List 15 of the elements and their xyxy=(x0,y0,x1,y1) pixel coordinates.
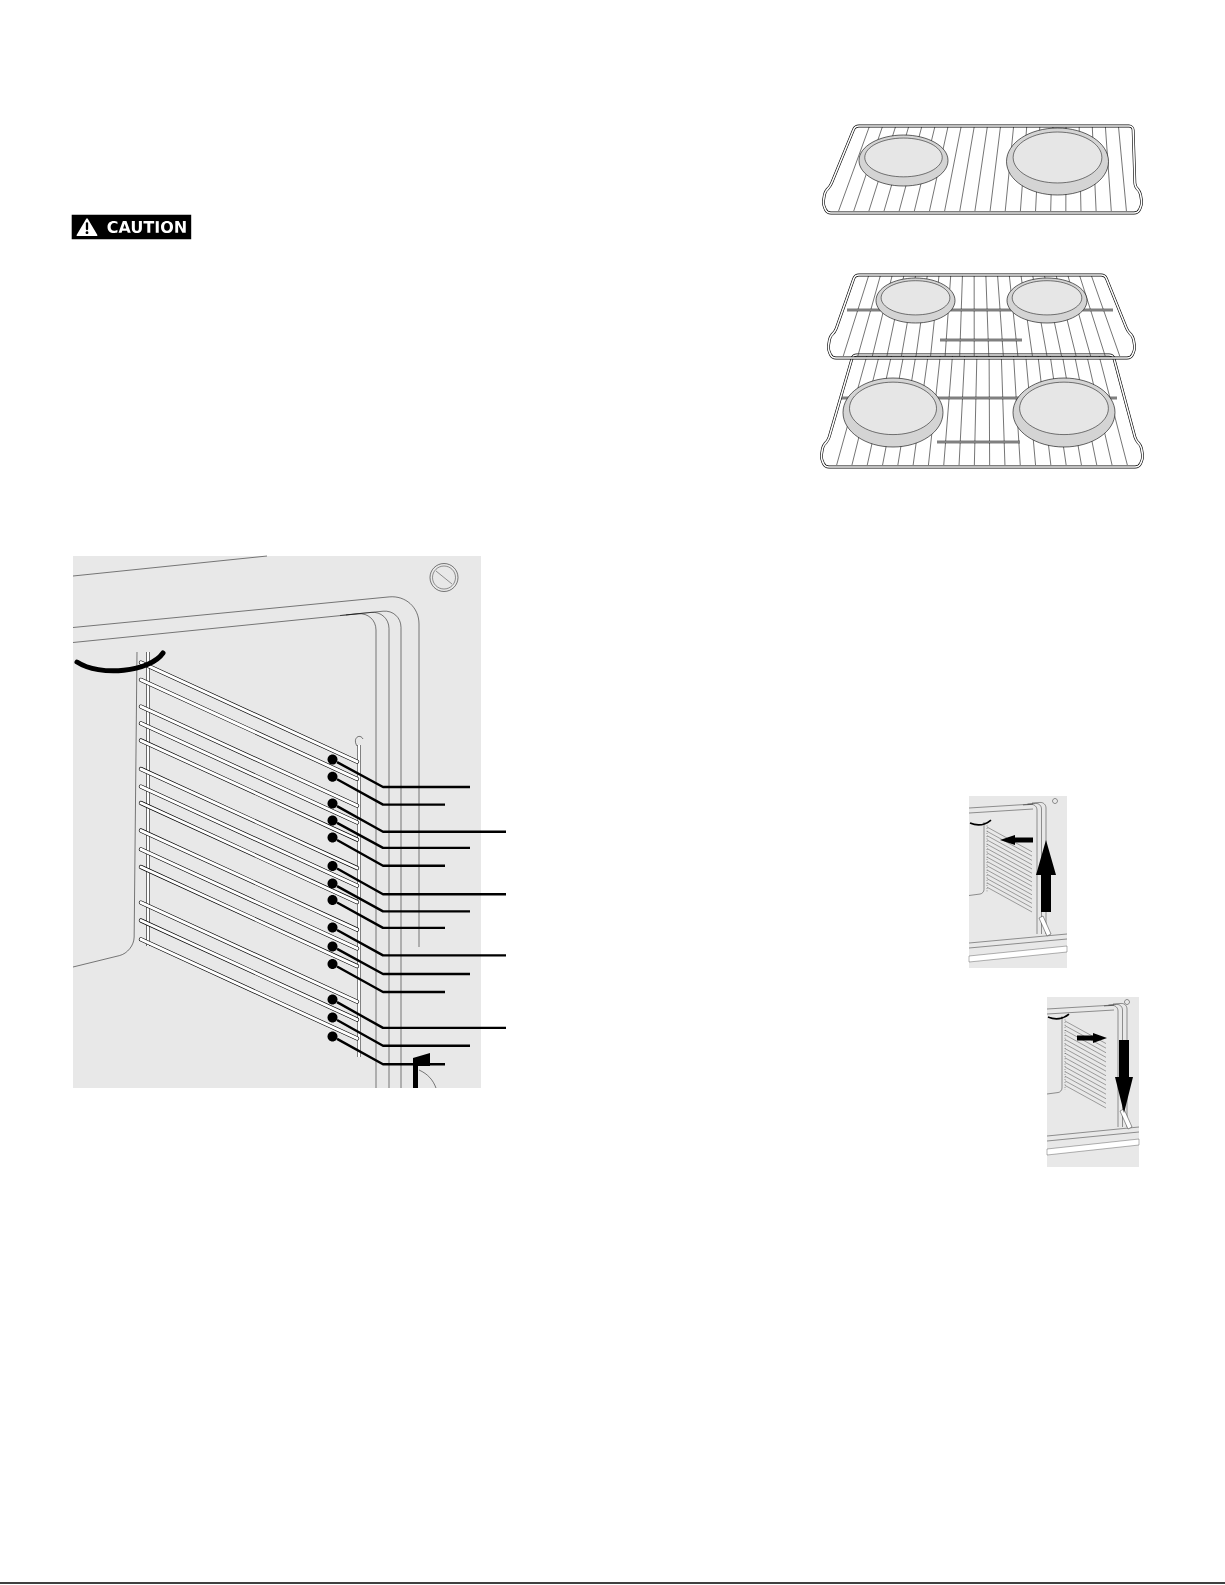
leader-line xyxy=(336,1001,506,1030)
leader-line xyxy=(336,839,445,867)
leader-line xyxy=(336,885,470,913)
leader-line xyxy=(336,778,445,806)
leader-line xyxy=(336,761,470,789)
leader-line xyxy=(336,965,445,994)
leader-line xyxy=(336,867,506,896)
leader-line xyxy=(336,901,445,930)
leader-line xyxy=(336,821,470,850)
leader-line xyxy=(336,947,470,976)
leader-line xyxy=(336,928,506,957)
leader-line xyxy=(336,805,506,833)
leader-line xyxy=(336,1019,470,1047)
leader-line xyxy=(336,1037,445,1066)
caution-badge: CAUTION xyxy=(71,214,192,240)
